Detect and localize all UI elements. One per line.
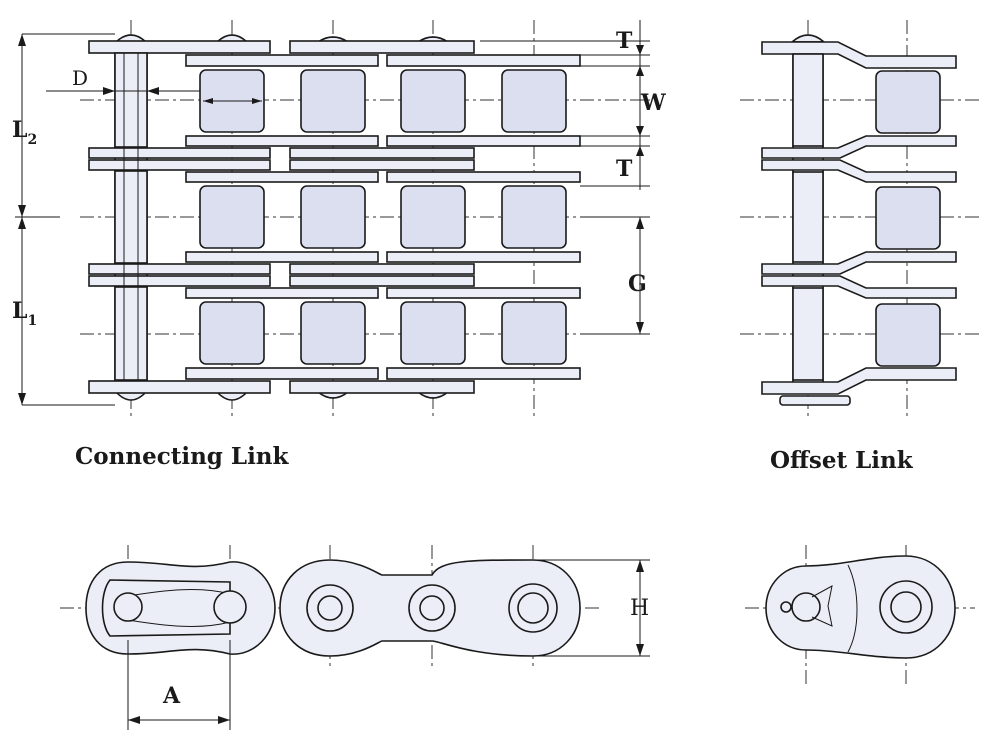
link-plate	[386, 171, 581, 183]
offset-plate	[761, 275, 957, 299]
dim-label-A: A	[162, 683, 181, 709]
dim-label-G: G	[628, 271, 647, 297]
offset-plate	[761, 135, 957, 159]
pin-circle	[419, 595, 445, 621]
roller	[501, 301, 567, 365]
link-plate	[88, 275, 271, 287]
pin-circle	[890, 591, 922, 623]
offset-pin-segment	[792, 287, 824, 381]
offset-pin-segment	[792, 171, 824, 263]
connecting-pin-segment	[114, 286, 148, 381]
offset-plate	[761, 251, 957, 275]
roller	[875, 186, 941, 250]
link-plate	[88, 380, 271, 394]
link-plate	[386, 135, 581, 147]
roller	[400, 185, 466, 249]
link-plate	[185, 171, 379, 183]
pin-circle	[791, 592, 821, 622]
roller	[300, 69, 366, 133]
link-plate	[185, 54, 379, 67]
pin-head	[789, 34, 827, 43]
link-plate	[386, 251, 581, 263]
offset-plate	[761, 41, 957, 69]
offset-plate	[761, 367, 957, 395]
roller	[199, 301, 265, 365]
offset-plate	[761, 159, 957, 183]
roller	[501, 69, 567, 133]
connecting-pin-segment	[114, 170, 148, 264]
dim-label-L2: L2	[12, 117, 37, 148]
link-plate	[88, 159, 271, 171]
caption-offset-link: Offset Link	[770, 447, 914, 474]
connecting-link-side-view: H A	[60, 545, 650, 730]
caption-connecting-link: Connecting Link	[75, 443, 290, 470]
offset-pin-segment	[792, 53, 824, 147]
roller	[400, 301, 466, 365]
connecting-link-view: T W T G L2 L1 D	[12, 20, 666, 420]
dim-label-L1: L1	[12, 298, 37, 329]
pin-circle	[213, 590, 247, 624]
pin-circle	[517, 592, 549, 624]
link-plate	[386, 54, 581, 67]
dim-label-T: T	[616, 28, 633, 54]
pin-circle	[113, 592, 143, 622]
link-plate	[386, 367, 581, 380]
link-plate	[185, 367, 379, 380]
dim-label-D: D	[72, 66, 88, 90]
offset-link-view	[740, 20, 980, 420]
link-plate	[185, 251, 379, 263]
link-plate	[185, 135, 379, 147]
link-plate	[88, 263, 271, 275]
dim-label-T: T	[616, 156, 633, 182]
offset-link-side-view	[745, 545, 975, 685]
link-plate	[289, 147, 475, 159]
roller	[875, 70, 941, 134]
roller	[300, 185, 366, 249]
link-plate	[289, 159, 475, 171]
roller	[875, 303, 941, 367]
link-plate	[289, 275, 475, 287]
link-plate	[88, 40, 271, 54]
connecting-pin-segment	[114, 52, 148, 148]
link-plate	[386, 287, 581, 299]
link-plate	[185, 287, 379, 299]
roller	[400, 69, 466, 133]
link-plate	[289, 40, 475, 54]
roller	[300, 301, 366, 365]
roller	[501, 185, 567, 249]
link-plate	[289, 380, 475, 394]
pin-circle	[317, 595, 343, 621]
cotter-pin	[779, 395, 851, 406]
cotter-hole	[780, 601, 792, 613]
link-plate	[289, 263, 475, 275]
link-plate	[88, 147, 271, 159]
dim-label-H: H	[630, 596, 649, 621]
dim-label-W: W	[640, 90, 666, 116]
roller	[199, 185, 265, 249]
